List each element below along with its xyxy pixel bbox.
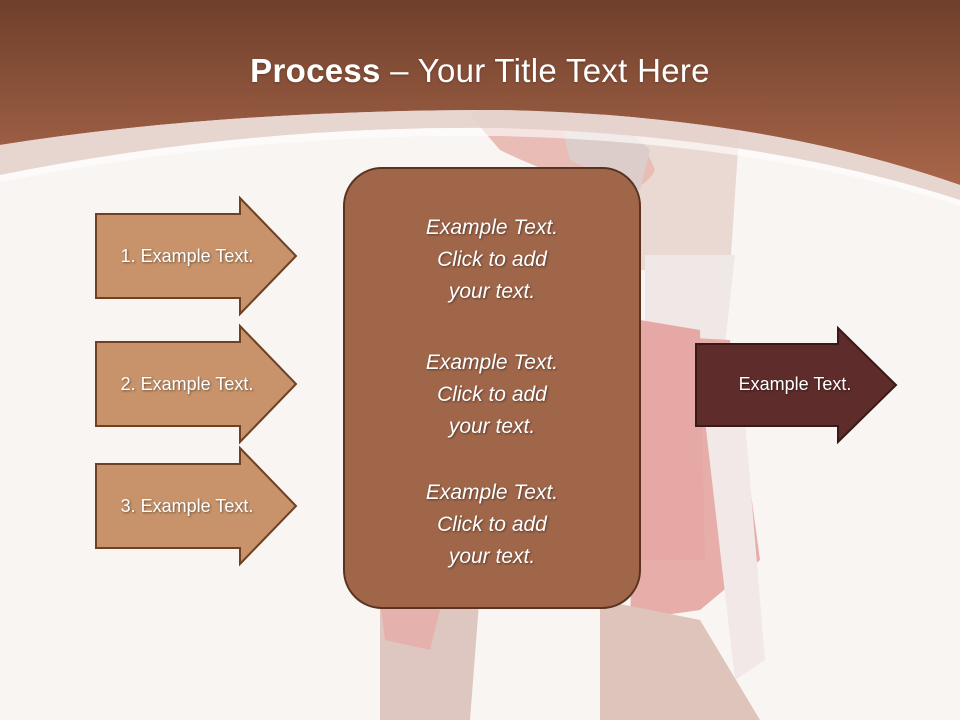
center-text-line: your text. bbox=[448, 415, 536, 438]
header-band bbox=[0, 0, 960, 185]
center-text-line: Example Text. bbox=[425, 216, 559, 239]
left-arrow-1[interactable] bbox=[95, 195, 298, 317]
center-text-line: Click to add bbox=[437, 513, 547, 536]
title-bold-word: Process bbox=[250, 52, 381, 89]
right-arrow-label: Example Text. bbox=[738, 374, 852, 394]
center-text-line: Example Text. bbox=[425, 351, 559, 374]
center-text-block-2: Example Text. Click to add your text. bbox=[360, 347, 624, 443]
center-box[interactable] bbox=[343, 167, 641, 609]
slide-title[interactable]: Process – Your Title Text Here bbox=[0, 52, 960, 90]
header-swoosh bbox=[0, 110, 960, 200]
right-arrow[interactable] bbox=[695, 325, 898, 445]
title-rest: – Your Title Text Here bbox=[380, 52, 710, 89]
center-text-block-3: Example Text. Click to add your text. bbox=[360, 477, 624, 573]
left-arrow-3-label: 3. Example Text. bbox=[120, 496, 254, 516]
left-arrow-2[interactable] bbox=[95, 323, 298, 445]
left-arrow-2-label: 2. Example Text. bbox=[120, 374, 254, 394]
center-text-block-1: Example Text. Click to add your text. bbox=[360, 212, 624, 308]
center-text-line: Click to add bbox=[437, 248, 547, 271]
center-text-line: Example Text. bbox=[425, 481, 559, 504]
center-text-line: Click to add bbox=[437, 383, 547, 406]
left-arrow-1-label: 1. Example Text. bbox=[120, 246, 254, 266]
left-arrow-3[interactable] bbox=[95, 445, 298, 567]
center-text-line: your text. bbox=[448, 280, 536, 303]
center-text-line: your text. bbox=[448, 545, 536, 568]
